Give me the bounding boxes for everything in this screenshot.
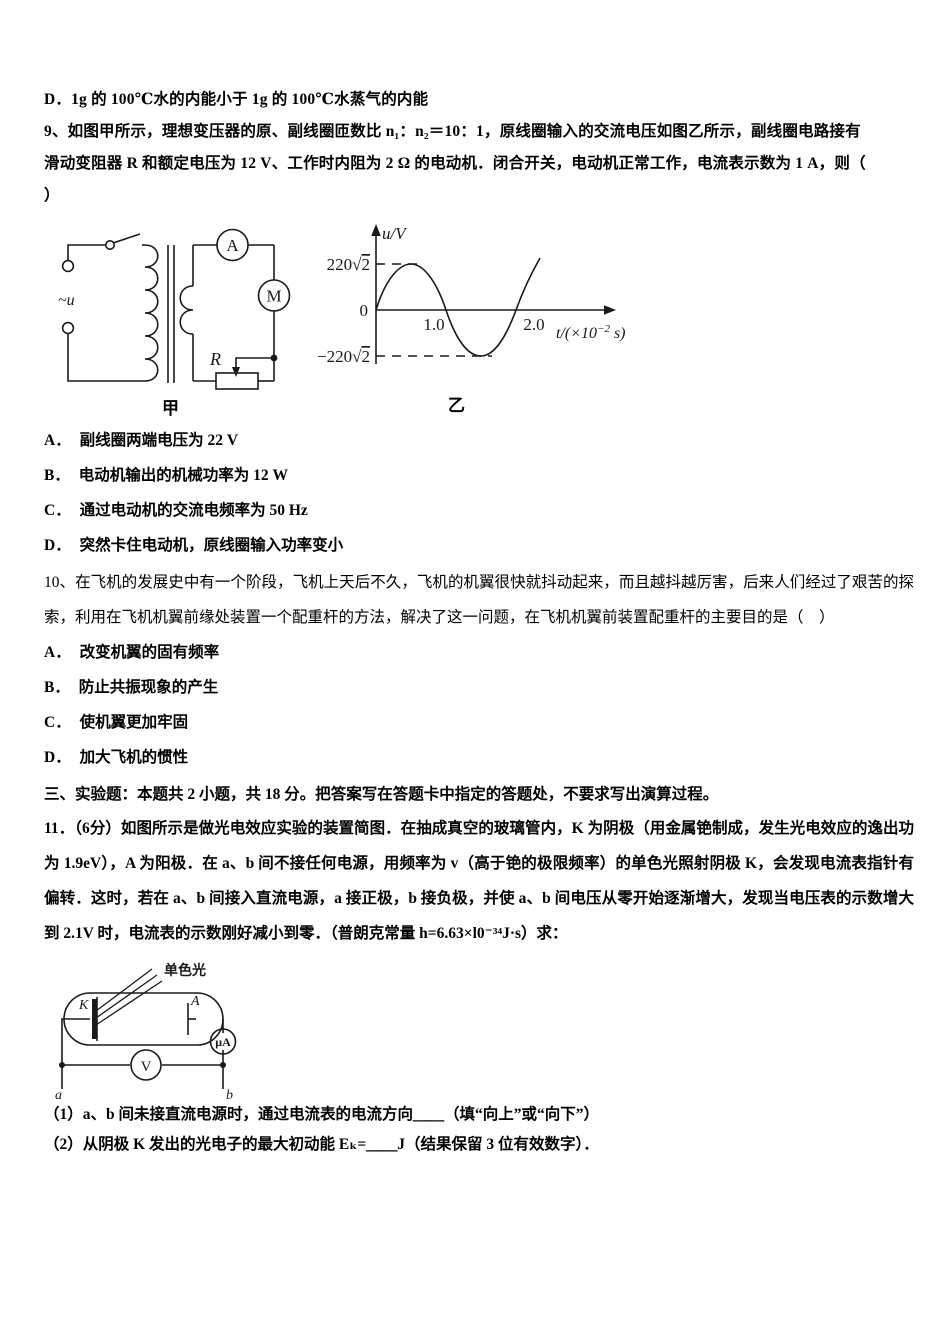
x-axis-label: t/(×10−2 s) bbox=[556, 323, 626, 342]
cathode-label: K bbox=[78, 998, 89, 1013]
voltmeter-symbol: V bbox=[130, 1049, 162, 1081]
option-d-text: 突然卡住电动机，原线圈输入功率变小 bbox=[79, 537, 344, 554]
question-9-stem-line-2: 滑动变阻器 R 和额定电压为 12 V、工作时内阻为 2 Ω 的电动机．闭合开关… bbox=[44, 155, 866, 172]
figure-caption-jia: 甲 bbox=[162, 399, 179, 418]
previous-option-d: D．1g 的 100℃水的内能小于 1g 的 100℃水蒸气的内能 bbox=[44, 91, 429, 108]
question-10-stem: 10、在飞机的发展史中有一个阶段，飞机上天后不久，飞机的机翼很快就抖动起来，而且… bbox=[44, 574, 914, 626]
option-b-label: B． bbox=[44, 467, 70, 484]
q10-option-c-label: C． bbox=[44, 714, 71, 731]
option-d-label: D． bbox=[44, 537, 71, 554]
primary-coil bbox=[144, 244, 159, 382]
question-9-stem-line-1: 9、如图甲所示，理想变压器的原、副线圈匝数比 n₁：n₂＝10：1，原线圈输入的… bbox=[44, 123, 861, 140]
terminal-a-label: a bbox=[55, 1088, 62, 1103]
question-11-sub-2: （2）从阴极 K 发出的光电子的最大初动能 Eₖ=＿＿J（结果保留 3 位有效数… bbox=[44, 1136, 599, 1153]
y-tick-positive: 220√2 bbox=[327, 255, 370, 274]
photocell-figure: K A 单色光 bbox=[52, 955, 914, 1103]
q10-option-b-label: B． bbox=[44, 679, 70, 696]
voltage-time-graph-figure: u/V 220√2 0 −220√2 1.0 2.0 t/(×10−2 s) 乙 bbox=[284, 214, 674, 419]
question-9-figures: ~u bbox=[44, 218, 914, 423]
microammeter-symbol: μA bbox=[209, 1028, 237, 1055]
secondary-coil bbox=[179, 285, 194, 335]
svg-text:M: M bbox=[266, 287, 281, 306]
question-10-option-b: B． 防止共振现象的产生 bbox=[44, 670, 914, 705]
question-11-sub-1: （1）a、b 间未接直流电源时，通过电流表的电流方向＿＿（填“向上”或“向下”） bbox=[44, 1106, 599, 1123]
option-c-label: C． bbox=[44, 502, 71, 519]
ammeter-symbol: A bbox=[216, 228, 249, 262]
svg-text:μA: μA bbox=[215, 1035, 231, 1049]
option-a-text: 副线圈两端电压为 22 V bbox=[79, 432, 239, 449]
ac-source-loop bbox=[61, 233, 145, 382]
q10-option-a-label: A． bbox=[44, 644, 71, 661]
motor-symbol: M bbox=[257, 279, 291, 312]
q10-option-a-text: 改变机翼的固有频率 bbox=[79, 644, 220, 661]
option-c-text: 通过电动机的交流电频率为 50 Hz bbox=[79, 502, 308, 519]
anode-plate bbox=[187, 1003, 196, 1035]
q10-option-d-label: D． bbox=[44, 749, 71, 766]
sine-curve bbox=[375, 257, 541, 357]
q10-option-d-text: 加大飞机的惯性 bbox=[79, 749, 189, 766]
question-9-stem-line-3: ） bbox=[44, 187, 60, 204]
question-10-option-c: C． 使机翼更加牢固 bbox=[44, 705, 914, 740]
page-content: D．1g 的 100℃水的内能小于 1g 的 100℃水蒸气的内能 9、如图甲所… bbox=[44, 84, 914, 1160]
q10-option-b-text: 防止共振现象的产生 bbox=[78, 679, 219, 696]
transformer-core bbox=[167, 245, 175, 383]
light-rays bbox=[95, 968, 163, 1026]
graph-axes bbox=[371, 224, 616, 364]
question-9-option-d: D． 突然卡住电动机，原线圈输入功率变小 bbox=[44, 528, 914, 563]
y-tick-negative: −220√2 bbox=[317, 347, 370, 366]
x-tick-2: 2.0 bbox=[523, 315, 544, 334]
q10-option-c-text: 使机翼更加牢固 bbox=[79, 714, 189, 731]
question-9-option-c: C． 通过电动机的交流电频率为 50 Hz bbox=[44, 493, 914, 528]
question-10-option-a: A． 改变机翼的固有频率 bbox=[44, 635, 914, 670]
svg-text:A: A bbox=[226, 236, 239, 255]
external-circuit bbox=[59, 1018, 226, 1089]
anode-label: A bbox=[190, 994, 200, 1009]
y-axis-label: u/V bbox=[382, 224, 408, 243]
question-9-option-b: B． 电动机输出的机械功率为 12 W bbox=[44, 458, 914, 493]
ac-source-label: ~u bbox=[58, 292, 75, 309]
rheostat-label: R bbox=[209, 349, 221, 369]
question-9-option-a: A． 副线圈两端电压为 22 V bbox=[44, 423, 914, 458]
transformer-circuit-figure: ~u bbox=[50, 218, 300, 418]
terminal-b-label: b bbox=[226, 1088, 233, 1103]
vacuum-tube bbox=[63, 992, 224, 1046]
question-10-option-d: D． 加大飞机的惯性 bbox=[44, 740, 914, 775]
section-3-heading: 三、实验题：本题共 2 小题，共 18 分。把答案写在答题卡中指定的答题处，不要… bbox=[44, 786, 719, 803]
svg-text:V: V bbox=[141, 1059, 152, 1075]
cathode-plate bbox=[92, 997, 98, 1041]
question-11-stem: 11．（6分）如图所示是做光电效应实验的装置简图．在抽成真空的玻璃管内，K 为阴… bbox=[44, 820, 914, 942]
monochromatic-light-label: 单色光 bbox=[164, 962, 206, 978]
secondary-circuit bbox=[192, 244, 278, 390]
x-tick-1: 1.0 bbox=[423, 315, 444, 334]
y-tick-zero: 0 bbox=[360, 301, 369, 320]
option-b-text: 电动机输出的机械功率为 12 W bbox=[78, 467, 288, 484]
figure-caption-yi: 乙 bbox=[448, 396, 465, 415]
option-a-label: A． bbox=[44, 432, 71, 449]
